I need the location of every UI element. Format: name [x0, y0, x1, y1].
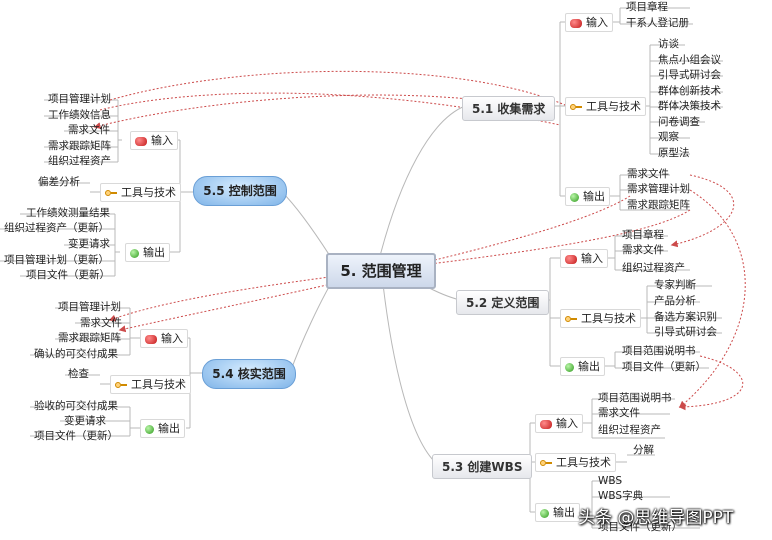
green-orb-icon — [540, 508, 549, 518]
b53-input-item: 项目范围说明书 — [598, 392, 672, 404]
b54-input-item: 确认的可交付成果 — [34, 348, 118, 360]
b52-input-node[interactable]: 输入 — [560, 249, 608, 268]
b51-tool-item: 群体创新技术 — [658, 85, 721, 97]
b51-tool-item: 原型法 — [658, 147, 690, 159]
b51-input-node[interactable]: 输入 — [565, 13, 613, 32]
b55-tool-item: 偏差分析 — [38, 176, 80, 188]
b55-input-item: 项目管理计划 — [48, 93, 111, 105]
red-gem-icon — [135, 136, 147, 146]
b54-output-item: 验收的可交付成果 — [34, 400, 118, 412]
red-gem-icon — [570, 18, 582, 28]
b51-output-item: 需求跟踪矩阵 — [627, 199, 690, 211]
b51-output-item: 需求管理计划 — [627, 183, 690, 195]
b52-input-item: 组织过程资产 — [622, 262, 685, 274]
b51-tools-node[interactable]: 工具与技术 — [565, 97, 646, 116]
b52-tool-item: 产品分析 — [654, 295, 696, 307]
b51-output-node[interactable]: 输出 — [565, 187, 610, 206]
branch-5-1[interactable]: 5.1 收集需求 — [462, 96, 556, 121]
red-gem-icon — [565, 254, 577, 264]
b52-output-node[interactable]: 输出 — [560, 357, 605, 376]
b55-input-item: 需求文件 — [68, 124, 110, 136]
b53-tools-node[interactable]: 工具与技术 — [535, 453, 616, 472]
b55-output-item: 项目文件（更新） — [26, 269, 110, 281]
red-gem-icon — [145, 334, 157, 344]
key-icon — [105, 189, 117, 197]
b55-output-node[interactable]: 输出 — [125, 243, 170, 262]
b55-input-item: 工作绩效信息 — [48, 109, 111, 121]
red-gem-icon — [540, 419, 552, 429]
b55-input-item: 需求跟踪矩阵 — [48, 140, 111, 152]
b55-output-item: 项目管理计划（更新） — [4, 254, 109, 266]
b54-input-item: 需求文件 — [80, 317, 122, 329]
b53-output-item: WBS字典 — [598, 490, 644, 502]
b54-output-item: 项目文件（更新） — [34, 430, 118, 442]
central-topic[interactable]: 5. 范围管理 — [326, 253, 436, 289]
b54-tools-node[interactable]: 工具与技术 — [110, 375, 191, 394]
b51-tool-item: 群体决策技术 — [658, 100, 721, 112]
b53-input-item: 需求文件 — [598, 407, 640, 419]
b54-input-item: 项目管理计划 — [58, 301, 121, 313]
b52-tools-node[interactable]: 工具与技术 — [560, 309, 641, 328]
b55-output-item: 组织过程资产（更新） — [4, 222, 109, 234]
b51-output-item: 需求文件 — [627, 168, 669, 180]
green-orb-icon — [565, 362, 574, 372]
b53-input-node[interactable]: 输入 — [535, 414, 583, 433]
watermark: 头条 @思维导图PPT — [578, 508, 734, 528]
b51-input-item: 干系人登记册 — [626, 17, 689, 29]
key-icon — [565, 315, 577, 323]
b52-tool-item: 引导式研讨会 — [654, 326, 717, 338]
b55-input-node[interactable]: 输入 — [130, 131, 178, 150]
b52-input-item: 需求文件 — [622, 244, 664, 256]
green-orb-icon — [130, 248, 139, 258]
b54-tool-item: 检查 — [68, 368, 89, 380]
key-icon — [540, 459, 552, 467]
green-orb-icon — [570, 192, 579, 202]
b52-output-item: 项目文件（更新） — [622, 361, 706, 373]
b54-input-node[interactable]: 输入 — [140, 329, 188, 348]
branch-5-2[interactable]: 5.2 定义范围 — [456, 290, 550, 315]
key-icon — [570, 103, 582, 111]
b53-output-item: WBS — [598, 475, 623, 487]
b54-output-item: 变更请求 — [64, 415, 106, 427]
b51-tool-item: 观察 — [658, 131, 679, 143]
key-icon — [115, 381, 127, 389]
b52-input-item: 项目章程 — [622, 229, 664, 241]
b51-tool-item: 问卷调查 — [658, 116, 700, 128]
b55-tools-node[interactable]: 工具与技术 — [100, 183, 181, 202]
b51-tool-item: 访谈 — [658, 38, 679, 50]
b55-input-item: 组织过程资产 — [48, 155, 111, 167]
b51-input-item: 项目章程 — [626, 1, 668, 13]
b51-tool-item: 引导式研讨会 — [658, 69, 721, 81]
b53-output-node[interactable]: 输出 — [535, 503, 580, 522]
branch-5-3[interactable]: 5.3 创建WBS — [432, 454, 533, 479]
b55-output-item: 变更请求 — [68, 238, 110, 250]
branch-5-4[interactable]: 5.4 核实范围 — [202, 359, 296, 389]
b52-output-item: 项目范围说明书 — [622, 345, 696, 357]
b53-output-item: 项目文件（更新） — [598, 521, 682, 533]
b53-input-item: 组织过程资产 — [598, 424, 661, 436]
branch-5-5[interactable]: 5.5 控制范围 — [193, 176, 287, 206]
green-orb-icon — [145, 424, 154, 434]
b55-output-item: 工作绩效测量结果 — [26, 207, 110, 219]
b52-tool-item: 备选方案识别 — [654, 311, 717, 323]
b54-output-node[interactable]: 输出 — [140, 419, 185, 438]
b51-tool-item: 焦点小组会议 — [658, 54, 721, 66]
b52-tool-item: 专家判断 — [654, 279, 696, 291]
b53-tool-item: 分解 — [633, 444, 654, 456]
b54-input-item: 需求跟踪矩阵 — [58, 332, 121, 344]
